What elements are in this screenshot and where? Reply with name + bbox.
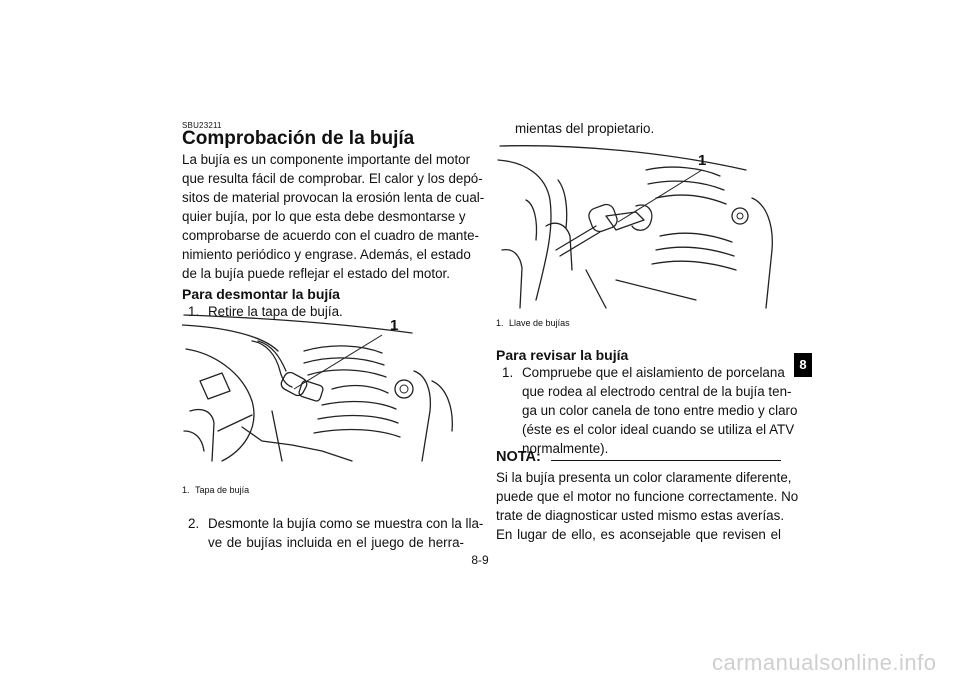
step-line: mientas del propietario. [515,121,655,136]
step-number: 1. [502,365,514,380]
section-title: Comprobación de la bujía [182,128,415,149]
step-line: ga un color canela de tono entre medio y… [522,403,798,418]
step-number: 1. [188,304,200,319]
check-step-1: 1. Compruebe que el aislamiento de porce… [502,363,798,459]
note-line: trate de diagnosticar usted mismo estas … [496,508,785,523]
remove-heading: Para desmontar la bujía [182,286,340,302]
watermark-text: carmanualsonline.info [712,650,937,675]
remove-step-2-continued: mientas del propietario. [515,119,781,138]
step-number: 2. [188,516,200,531]
caption-number: 1. [182,485,190,495]
caption-text: Llave de bujías [509,318,570,328]
step-line: ve de bujías incluida en el juego de her… [208,535,464,550]
intro-line: quier bujía, por lo que esta debe desmon… [182,209,466,224]
note-line: Si la bujía presenta un color claramente… [496,470,792,485]
note-line: puede que el motor no funcione correctam… [496,489,799,504]
figure-spark-plug-cap: 1 [181,311,464,471]
note-label: NOTA: [496,449,541,465]
intro-line: comprobarse de acuerdo con el cuadro de … [182,228,480,243]
page-number: 8-9 [471,553,489,567]
engine-illustration-cap [181,314,453,462]
step-line: Desmonte la bujía como se muestra con la… [208,516,484,531]
intro-line: que resulta fácil de comprobar. El calor… [182,171,483,186]
intro-line: sitos de material provocan la erosión le… [182,190,485,205]
step-text: Retire la tapa de bujía. [208,304,343,319]
step-line: que rodea al electrodo central de la buj… [522,384,792,399]
caption-number: 1. [496,318,504,328]
intro-line: de la bujía puede reflejar el estado del… [182,266,450,281]
check-heading: Para revisar la bujía [496,347,629,363]
intro-paragraph: La bujía es un componente importante del… [182,150,485,283]
caption-text: Tapa de bujía [195,485,250,495]
note-rule [551,460,781,461]
figure-spark-plug-wrench: 1 [496,140,786,310]
note-paragraph: Si la bujía presenta un color claramente… [496,468,799,544]
figure1-callout-number: 1 [390,317,399,334]
step-line: (éste es el color ideal cuando se utiliz… [522,422,795,437]
note-line: En lugar de ello, es aconsejable que rev… [496,527,781,542]
remove-step-2: 2. Desmonte la bujía como se muestra con… [188,514,484,554]
note-header: NOTA: [496,448,781,468]
step-line: Compruebe que el aislamiento de porcelan… [522,365,785,380]
section-code: SBU23211 [182,121,222,130]
remove-step-1: 1. Retire la tapa de bujía. [188,302,464,321]
engine-illustration-wrench [497,145,773,309]
intro-line: La bujía es un componente importante del… [182,152,471,167]
figure1-caption: 1. Tapa de bujía [182,485,249,496]
intro-line: nimiento periódico y engrase. Además, el… [182,247,471,262]
chapter-tab: 8 [794,353,812,377]
step-line: normalmente). [522,441,609,456]
figure2-callout-number: 1 [698,152,707,169]
figure2-caption: 1. Llave de bujías [496,318,570,329]
